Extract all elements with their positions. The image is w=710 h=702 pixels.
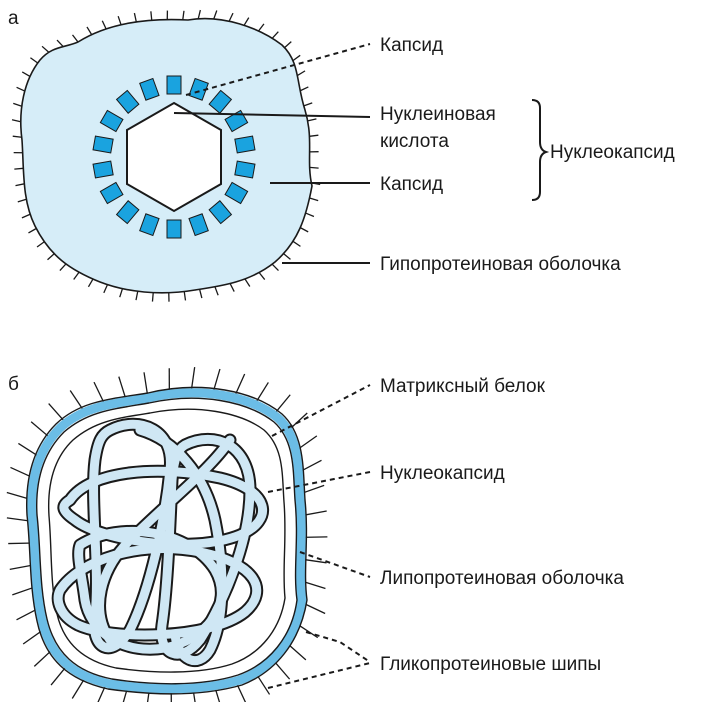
spike [293,241,300,246]
spike [152,293,153,302]
spike [37,242,44,247]
spike [57,40,63,47]
spike [74,272,79,279]
panel-a: а Капсид Нуклеиновая кислота Капсид Нукл… [8,8,675,302]
spike [285,42,292,48]
leader-lipoprotein [300,552,370,577]
spike [310,198,319,201]
capsomer [93,136,113,153]
spike [230,284,234,292]
nucleocapsid-brace [532,100,546,200]
label-capsid-inner: Капсид [380,174,443,195]
spike [30,58,37,63]
spike [306,213,314,216]
spike [22,214,30,218]
label-capsid-top: Капсид [380,35,443,56]
spike [17,87,25,91]
spike [22,72,30,77]
spike [272,32,278,39]
spike [42,46,49,52]
spike [136,291,138,300]
spike [245,279,250,287]
spike [300,228,308,232]
spike [284,254,291,260]
spike [104,285,108,293]
spike [293,55,300,60]
spike [73,35,78,42]
spike [215,287,218,295]
spike [134,13,136,22]
spike [183,11,184,20]
spike [229,13,233,21]
spike [310,167,319,168]
capsomer [167,220,181,238]
spike [200,289,202,298]
spike [151,11,152,20]
capsomer [235,161,255,178]
label-nucleocapsid-a: Нуклеокапсид [550,142,675,163]
spike [198,10,200,19]
spike [118,16,121,25]
spike [259,24,264,31]
label-glycoprotein-spikes: Гликопротеиновые шипы [380,654,601,675]
label-matrix-protein: Матриксный белок [380,376,546,397]
leader-spikes-2 [268,663,370,688]
spike [88,279,93,287]
spike [120,289,123,298]
spike [309,135,318,136]
spike [60,264,66,271]
spike [28,228,36,232]
spike [18,199,27,202]
spike [48,254,55,260]
panel-a-letter: а [8,8,19,29]
spike [214,10,217,18]
spike [300,87,308,91]
spike [12,120,21,122]
spike [87,27,92,35]
spike [184,292,185,301]
spike [13,136,22,137]
spike [244,18,249,26]
spike [102,21,106,29]
label-nucleic-acid-2: кислота [380,131,449,152]
spike [15,184,24,186]
spike [304,103,312,106]
label-nucleic-acid-1: Нуклеиновая [380,104,496,125]
panel-b: б Матриксный белок Нуклеокапсид Липопрот… [7,367,625,702]
spike [259,273,265,280]
spike [13,103,22,106]
label-lipoprotein-envelope: Липопротеиновая оболочка [380,568,624,589]
capsomer [93,161,113,178]
label-envelope-a: Гипопротеиновая оболочка [380,254,621,275]
capsomer [235,136,255,153]
label-nucleocapsid-b: Нуклеокапсид [380,463,505,484]
spike [297,71,305,76]
panel-b-letter: б [8,374,19,395]
capsomer [167,76,181,94]
spike [272,264,278,270]
spike [308,119,317,121]
spike [14,168,23,169]
